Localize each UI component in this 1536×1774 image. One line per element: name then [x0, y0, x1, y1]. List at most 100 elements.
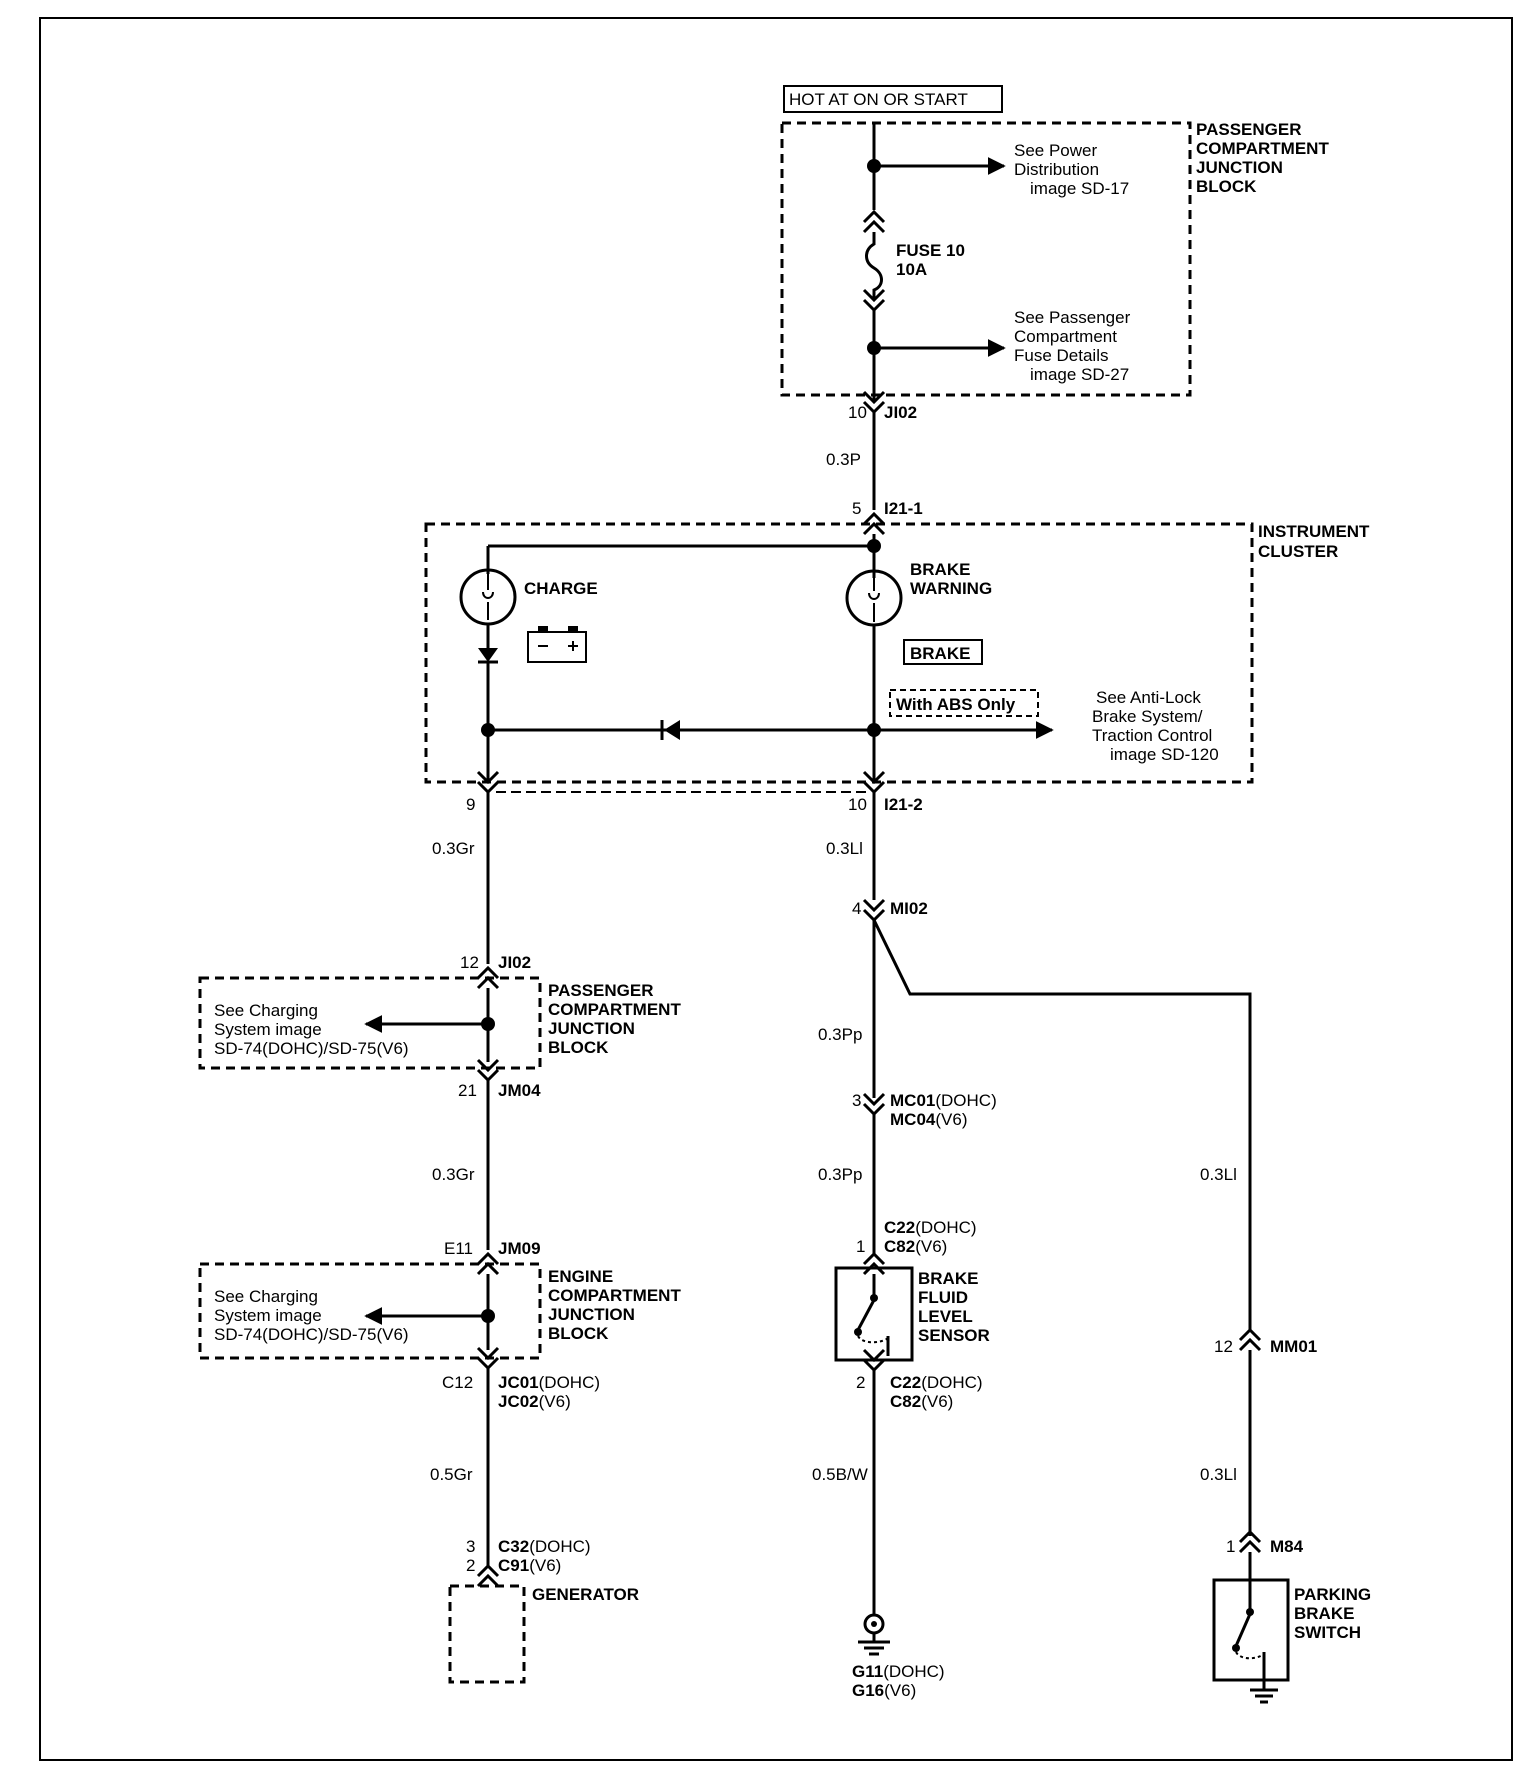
- svg-text:BLOCK: BLOCK: [1196, 177, 1257, 196]
- connector-mi02-icon: [862, 898, 886, 923]
- c32-pin2: 2: [466, 1556, 475, 1575]
- mc01-name: MC01(DOHC): [890, 1091, 997, 1110]
- page-frame: [39, 17, 1513, 1761]
- fuse-connector-top-icon: [862, 209, 886, 234]
- svg-text:WARNING: WARNING: [910, 579, 992, 598]
- svg-text:COMPARTMENT: COMPARTMENT: [548, 1000, 681, 1019]
- jm04-name: JM04: [498, 1081, 541, 1100]
- parking-brake-switch-icon: [1232, 1552, 1278, 1704]
- supply-label-box: [783, 85, 1003, 113]
- parking-brake-switch-label: PARKING BRAKE SWITCH: [1294, 1585, 1371, 1642]
- i21-2-name: I21-2: [884, 795, 923, 814]
- mc04-name: MC04(V6): [890, 1110, 967, 1129]
- svg-text:Brake System/: Brake System/: [1092, 707, 1203, 726]
- svg-text:Traction Control: Traction Control: [1092, 726, 1212, 745]
- brake-fluid-switch-icon: [854, 1274, 890, 1356]
- ji02-top-pin: 10: [848, 403, 867, 422]
- brake-warning-label: BRAKE WARNING: [910, 560, 992, 598]
- charge-label: CHARGE: [524, 579, 598, 598]
- jm09-pin: E11: [444, 1239, 473, 1258]
- c82-top-name: C82(V6): [884, 1237, 947, 1256]
- svg-text:COMPARTMENT: COMPARTMENT: [1196, 139, 1329, 158]
- ref-charging-1: See Charging System image SD-74(DOHC)/SD…: [214, 1001, 409, 1058]
- svg-text:INSTRUMENT: INSTRUMENT: [1258, 522, 1370, 541]
- svg-text:SD-74(DOHC)/SD-75(V6): SD-74(DOHC)/SD-75(V6): [214, 1325, 409, 1344]
- c22-top-name: C22(DOHC): [884, 1218, 977, 1237]
- ecjb-title: ENGINE COMPARTMENT JUNCTION BLOCK: [548, 1267, 681, 1343]
- mm01-name: MM01: [1270, 1337, 1317, 1356]
- svg-text:JUNCTION: JUNCTION: [1196, 158, 1283, 177]
- c22-bot-name: C22(DOHC): [890, 1373, 983, 1392]
- mi02-pin: 4: [852, 899, 861, 918]
- svg-text:LEVEL: LEVEL: [918, 1307, 973, 1326]
- instrument-cluster-box: [424, 522, 1254, 784]
- i21-2-pin-right: 10: [848, 795, 867, 814]
- wire-0-3ll-right-1: 0.3Ll: [1200, 1165, 1237, 1184]
- svg-text:FUSE 10: FUSE 10: [896, 241, 965, 260]
- abs-diode-icon: [664, 720, 680, 740]
- svg-text:10A: 10A: [896, 260, 927, 279]
- connector-i21-1-icon: [862, 511, 886, 536]
- svg-text:SD-74(DOHC)/SD-75(V6): SD-74(DOHC)/SD-75(V6): [214, 1039, 409, 1058]
- svg-text:JUNCTION: JUNCTION: [548, 1019, 635, 1038]
- svg-text:SWITCH: SWITCH: [1294, 1623, 1361, 1642]
- battery-icon: [527, 626, 587, 663]
- svg-text:image SD-27: image SD-27: [1030, 365, 1129, 384]
- jc01-pin: C12: [442, 1373, 473, 1392]
- svg-text:BLOCK: BLOCK: [548, 1038, 609, 1057]
- ref-charging-2: See Charging System image SD-74(DOHC)/SD…: [214, 1287, 409, 1344]
- m84-pin: 1: [1226, 1537, 1235, 1556]
- generator-box: [448, 1584, 526, 1684]
- connector-c32-icon: [476, 1563, 500, 1588]
- svg-text:COMPARTMENT: COMPARTMENT: [548, 1286, 681, 1305]
- svg-text:See Charging: See Charging: [214, 1001, 318, 1020]
- pcjb-left-title: PASSENGER COMPARTMENT JUNCTION BLOCK: [548, 981, 681, 1057]
- svg-text:See Charging: See Charging: [214, 1287, 318, 1306]
- mm01-pin: 12: [1214, 1337, 1233, 1356]
- pcjb-top-title: PASSENGER COMPARTMENT JUNCTION BLOCK: [1196, 120, 1329, 196]
- wire-0-3ll-mid: 0.3Ll: [826, 839, 863, 858]
- svg-text:image SD-120: image SD-120: [1110, 745, 1219, 764]
- svg-text:BRAKE: BRAKE: [1294, 1604, 1354, 1623]
- mi02-name: MI02: [890, 899, 928, 918]
- ref-anti-lock: See Anti-Lock Brake System/ Traction Con…: [1092, 688, 1219, 764]
- connector-jc01-icon: [476, 1346, 500, 1371]
- ref-power-distribution: See Power Distribution image SD-17: [1014, 141, 1129, 198]
- brake-badge-box: [903, 639, 983, 665]
- svg-text:ENGINE: ENGINE: [548, 1267, 613, 1286]
- svg-text:JUNCTION: JUNCTION: [548, 1305, 635, 1324]
- svg-text:BRAKE: BRAKE: [910, 560, 970, 579]
- svg-text:PARKING: PARKING: [1294, 1585, 1371, 1604]
- wire-0-5gr: 0.5Gr: [430, 1465, 473, 1484]
- wire-0-3pp-2: 0.3Pp: [818, 1165, 862, 1184]
- ji02-left-pin: 12: [460, 953, 479, 972]
- pcjb-left-box: [198, 976, 542, 1070]
- c32-name: C32(DOHC): [498, 1537, 591, 1556]
- svg-text:image SD-17: image SD-17: [1030, 179, 1129, 198]
- connector-m84-icon: [1238, 1529, 1262, 1554]
- svg-text:Fuse Details: Fuse Details: [1014, 346, 1108, 365]
- ji02-top-name: JI02: [884, 403, 917, 422]
- pcjb-top-box: [780, 121, 1192, 397]
- svg-text:CLUSTER: CLUSTER: [1258, 542, 1338, 561]
- c91-name: C91(V6): [498, 1556, 561, 1575]
- charge-diode-icon: [478, 648, 498, 662]
- connector-c22-top-icon: [862, 1251, 886, 1276]
- i21-1-name: I21-1: [884, 499, 923, 518]
- svg-text:System image: System image: [214, 1020, 322, 1039]
- instrument-cluster-title: INSTRUMENT CLUSTER: [1258, 522, 1370, 561]
- svg-text:PASSENGER: PASSENGER: [548, 981, 654, 1000]
- svg-text:Compartment: Compartment: [1014, 327, 1117, 346]
- wire-0-3ll-right-2: 0.3Ll: [1200, 1465, 1237, 1484]
- ecjb-box: [198, 1262, 542, 1360]
- ground-icon: [858, 1613, 890, 1656]
- wire-0-3gr-1: 0.3Gr: [432, 839, 475, 858]
- jc02-name: JC02(V6): [498, 1392, 571, 1411]
- svg-text:FLUID: FLUID: [918, 1288, 968, 1307]
- g11-name: G11(DOHC): [852, 1662, 945, 1681]
- c82-bot-name: C82(V6): [890, 1392, 953, 1411]
- i21-2-pin-left: 9: [466, 795, 475, 814]
- generator-label: GENERATOR: [532, 1585, 639, 1604]
- svg-text:Distribution: Distribution: [1014, 160, 1099, 179]
